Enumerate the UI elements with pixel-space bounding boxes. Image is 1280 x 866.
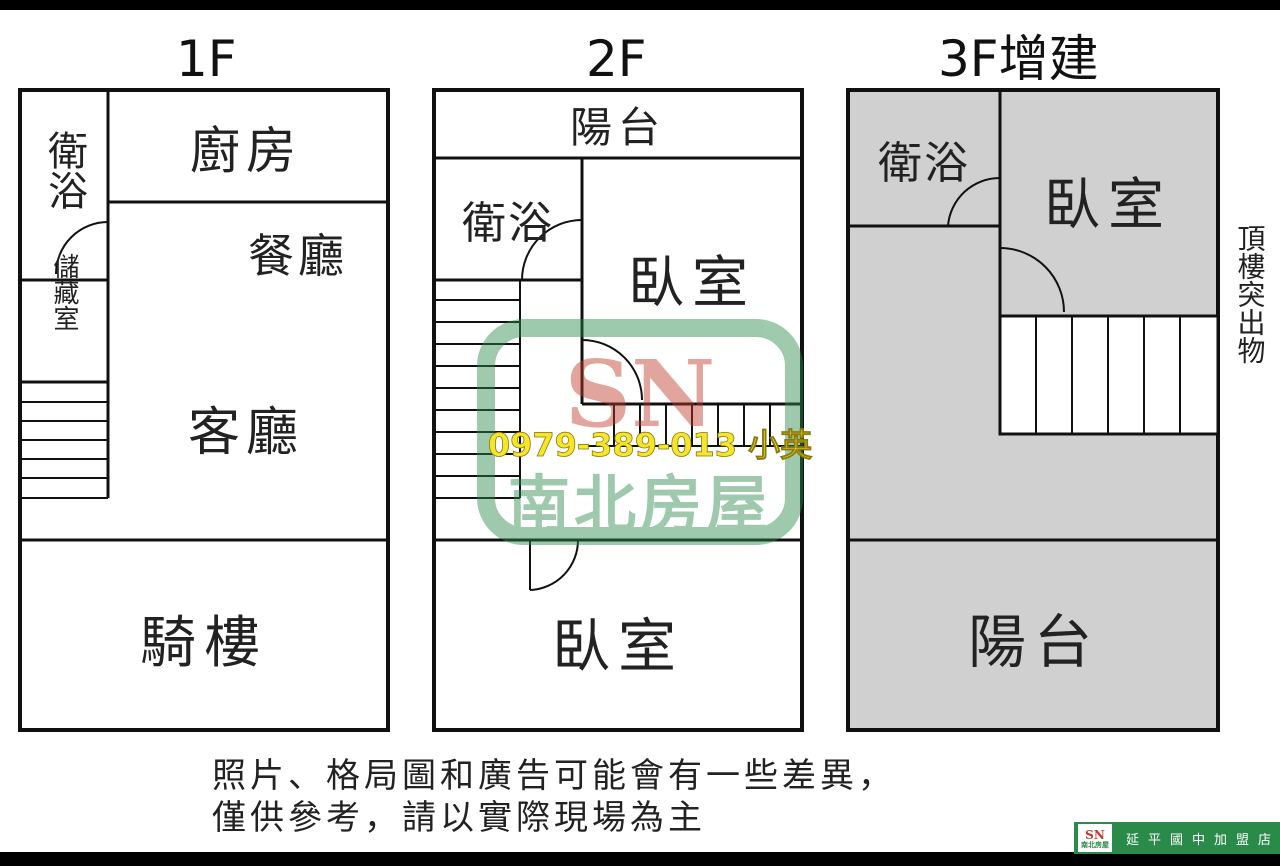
floor-1-labels: 衛浴 廚房 餐廳 儲藏室 客廳 騎樓 [41, 122, 348, 676]
f1-storage-label: 儲藏室 [49, 253, 79, 331]
f1-arcade-label: 騎樓 [140, 611, 268, 676]
f2-bedroom-lower-label: 臥室 [552, 612, 684, 680]
disclaimer-line-1: 照片、格局圖和廣告可能會有一些差異， [212, 756, 896, 796]
floor-3-title: 3F增建 [938, 30, 1099, 88]
f1-living-label: 客廳 [188, 403, 304, 463]
watermark-contact: 0979-389-013 小英 [488, 426, 813, 464]
footer-logo-letters: SN [1085, 827, 1105, 842]
floor-2-title: 2F [586, 30, 647, 88]
f1-bath-label: 衛浴 [41, 130, 88, 210]
floor-plan-page: 1F 2F 3F增建 衛浴 廚房 餐廳 [0, 10, 1280, 852]
f1-kitchen-label: 廚房 [190, 122, 302, 180]
floor-plan-drawing: 衛浴 廚房 餐廳 儲藏室 客廳 騎樓 [18, 88, 1267, 732]
f3-side-note: 頂樓突出物 [1234, 224, 1267, 364]
watermark-logo-letters: SN [565, 340, 716, 448]
footer-logo: SN 南北房屋 [1078, 824, 1112, 852]
watermark: SN 南北房屋 [477, 319, 803, 545]
floor-2-labels: 陽台 衛浴 臥室 臥室 [462, 103, 756, 680]
f2-bath-label: 衛浴 [462, 198, 554, 249]
disclaimer-line-2: 僅供參考，請以實際現場為主 [212, 798, 706, 838]
floor-2-plan [432, 88, 804, 732]
f3-bath-label: 衛浴 [878, 138, 970, 189]
watermark-company: 南北房屋 [508, 468, 772, 541]
floor-1-title: 1F [176, 30, 237, 88]
f3-balcony-label: 陽台 [968, 608, 1100, 676]
f1-dining-label: 餐廳 [248, 229, 348, 283]
footer-logo-company: 南北房屋 [1080, 839, 1109, 849]
floor-3-plan [846, 88, 1220, 732]
f2-balcony-label: 陽台 [570, 103, 666, 152]
footer-brand-bar: SN 南北房屋 延平國中加盟店 [1074, 822, 1280, 854]
f2-bedroom-upper-label: 臥室 [628, 251, 756, 316]
footer-branch-name: 延平國中加盟店 [1125, 832, 1280, 848]
floor-3-labels: 衛浴 臥室 陽台 頂樓突出物 [878, 138, 1267, 676]
floor-1-plan [18, 88, 390, 732]
f3-bedroom-label: 臥室 [1044, 173, 1172, 238]
